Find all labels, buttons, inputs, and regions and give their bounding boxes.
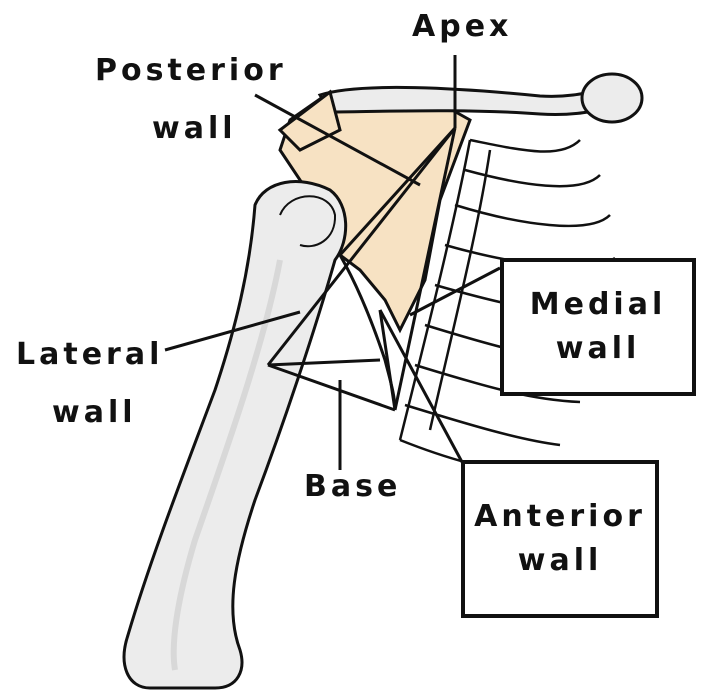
label-posterior-wall-line1: Posterior: [95, 56, 287, 86]
anterior-wall-box: Anterior wall: [461, 460, 659, 618]
clavicle: [320, 87, 612, 114]
label-anterior-wall-line2: wall: [518, 546, 603, 576]
medial-wall-box: Medial wall: [500, 258, 696, 396]
label-lateral-wall-line2: wall: [52, 398, 137, 428]
label-posterior-wall-line2: wall: [152, 114, 237, 144]
label-base: Base: [304, 472, 401, 502]
label-lateral-wall-line1: Lateral: [16, 340, 163, 370]
label-medial-wall-line2: wall: [556, 334, 641, 364]
label-anterior-wall-line1: Anterior: [474, 502, 646, 532]
clavicle-medial-end: [582, 74, 642, 122]
humerus: [124, 182, 346, 688]
label-medial-wall-line1: Medial: [530, 290, 667, 320]
label-apex: Apex: [412, 12, 512, 42]
